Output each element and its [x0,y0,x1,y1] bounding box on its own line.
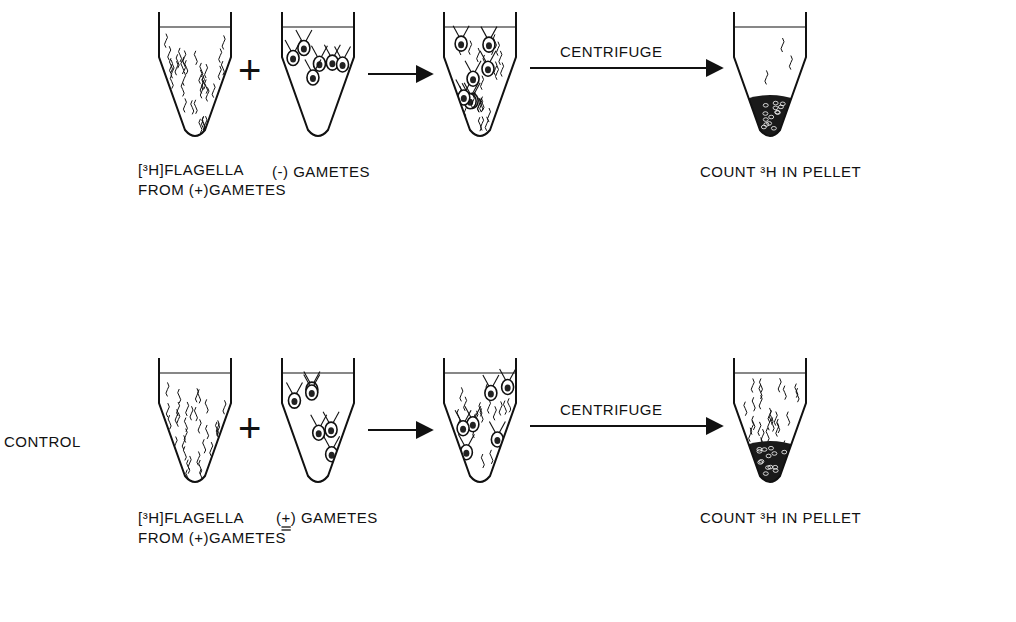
test-tube [444,358,516,482]
process-arrow [368,429,432,431]
step-label: CENTRIFUGE [560,42,700,62]
test-tube [282,358,354,482]
double-underline [281,526,290,527]
test-tube [159,358,231,484]
control-label: CONTROL [4,432,94,452]
test-tube [159,12,231,136]
process-arrow [530,425,722,427]
flagella-label: [³H]FLAGELLA FROM (+)GAMETES [138,160,288,200]
gamete-label: (-) GAMETES [272,162,392,182]
test-tube [734,358,806,493]
gamete-label: (+) GAMETES [276,508,396,528]
process-arrow [368,73,432,75]
flagella-label: [³H]FLAGELLA FROM (+)GAMETES [138,508,288,548]
test-tube [444,12,516,136]
process-arrow [530,67,722,69]
plus-sign: + [238,50,268,90]
test-tube [282,12,354,136]
step-label: CENTRIFUGE [560,400,700,420]
measurement-label: COUNT ³H IN PELLET [700,162,890,182]
plus-sign: + [238,408,268,448]
test-tube [734,12,806,147]
measurement-label: COUNT ³H IN PELLET [700,508,890,528]
